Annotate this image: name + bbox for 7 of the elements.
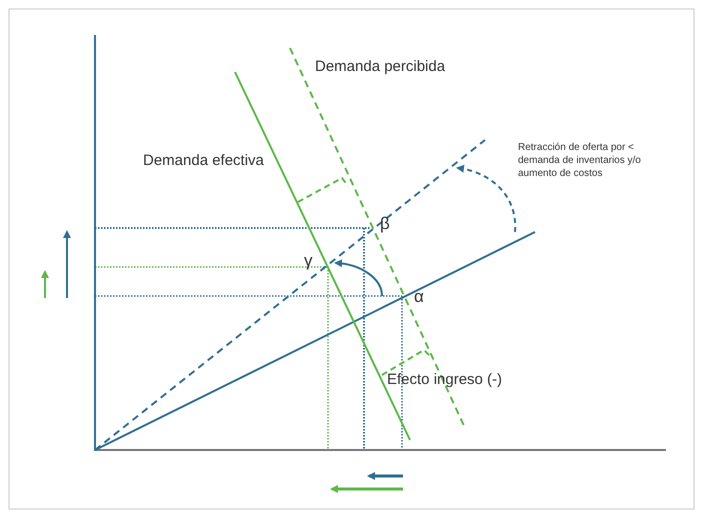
annotation-text: Efecto ingreso (-) (387, 371, 502, 388)
point-label: β (380, 214, 390, 234)
point-label: α (414, 287, 424, 307)
point-label: γ (304, 251, 312, 271)
curve-label: Demanda percibida (315, 58, 446, 75)
annotation-text: Retracción de oferta por < demanda de inventarios y/o aumento de costos (518, 141, 642, 180)
curve-label: Demanda efectiva (143, 152, 264, 169)
